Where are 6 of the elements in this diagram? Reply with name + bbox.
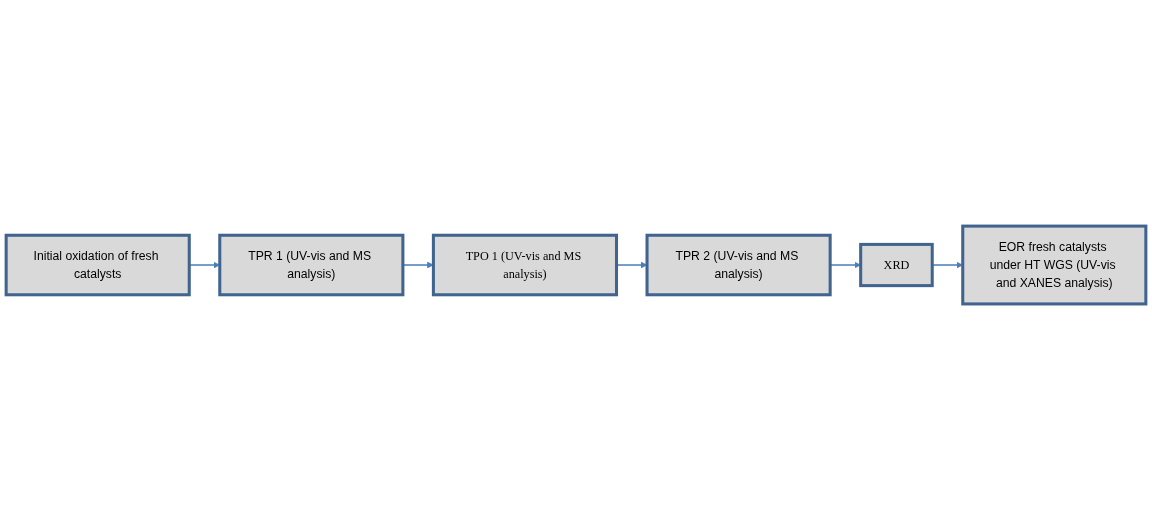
node-box: Initial oxidation of fresh catalysts bbox=[4, 234, 191, 297]
node-box: TPR 1 (UV-vis and MS analysis) bbox=[218, 234, 405, 297]
node-box: TPO 1 (UV-vis and MS analysis) bbox=[431, 234, 619, 297]
node-box: TPR 2 (UV-vis and MS analysis) bbox=[645, 234, 832, 297]
node-box: XRD bbox=[859, 243, 934, 288]
node-box: EOR fresh catalysts under HT WGS (UV-vis and XANES analysis) bbox=[961, 225, 1148, 306]
